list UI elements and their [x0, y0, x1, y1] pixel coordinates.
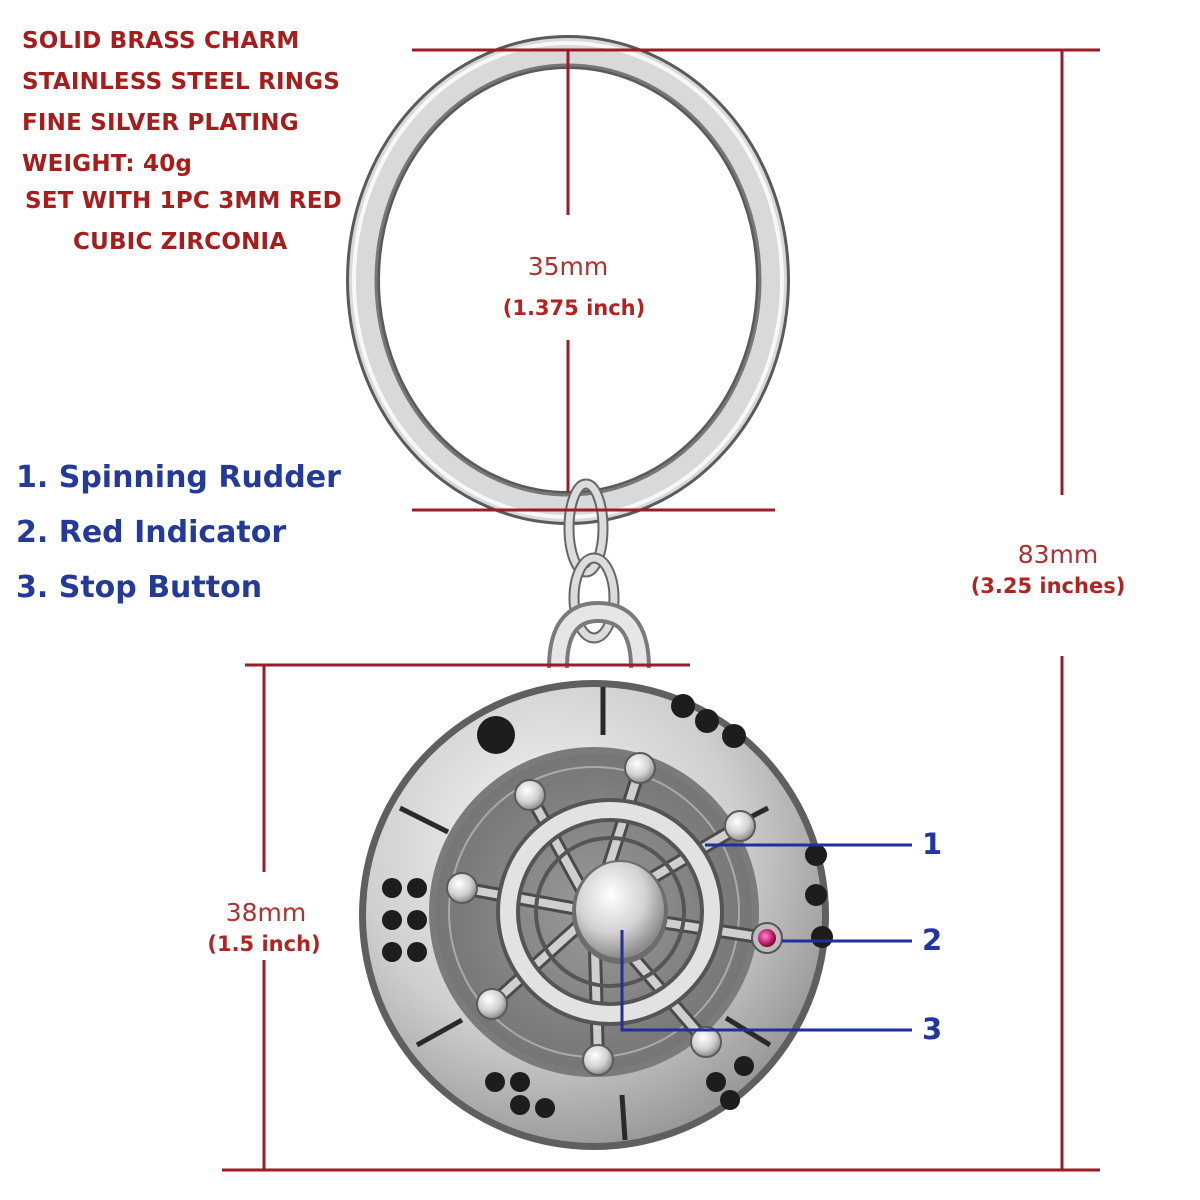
total-length-inch: (3.25 inches) [970, 574, 1126, 598]
spec-stone: SET WITH 1PC 3MM RED [25, 188, 342, 214]
spec-weight: WEIGHT: 40g [22, 151, 193, 177]
ring-size-inch: (1.375 inch) [502, 296, 646, 320]
callout-lines [620, 843, 912, 1032]
spec-material: SOLID BRASS CHARM [22, 28, 300, 54]
dimension-lines [222, 48, 1100, 1172]
feature-red-indicator: 2. Red Indicator [16, 515, 287, 550]
ring-size-mm: 35mm [527, 252, 609, 281]
callout-1: 1 [922, 827, 943, 861]
callout-2: 2 [922, 923, 943, 957]
charm-size-mm: 38mm [225, 898, 307, 927]
spec-plating: FINE SILVER PLATING [22, 110, 299, 136]
feature-stop-button: 3. Stop Button [16, 570, 263, 605]
red-indicator-gem [751, 922, 783, 954]
callout-3: 3 [922, 1012, 943, 1046]
chain-link [563, 478, 620, 644]
stop-button-knob [572, 860, 668, 964]
total-length-mm: 83mm [1017, 540, 1099, 569]
spec-stone-cont: CUBIC ZIRCONIA [73, 229, 288, 255]
charm-size-inch: (1.5 inch) [207, 932, 321, 956]
feature-spinning-rudder: 1. Spinning Rudder [16, 460, 341, 495]
spec-rings: STAINLESS STEEL RINGS [22, 69, 341, 95]
